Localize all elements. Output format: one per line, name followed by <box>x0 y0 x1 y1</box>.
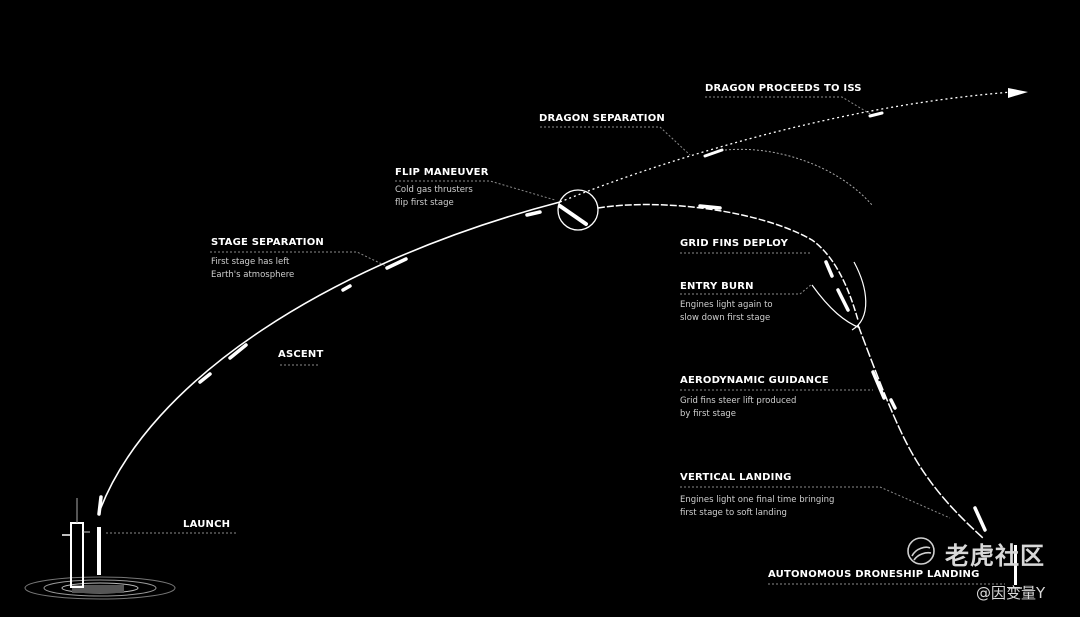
descent-marks <box>871 370 987 532</box>
boostback-trajectory <box>597 203 859 321</box>
leader-lines <box>106 96 1005 585</box>
label-aerodynamic-guidance: AERODYNAMIC GUIDANCE <box>680 375 829 386</box>
dragon-capsule <box>1008 88 1028 98</box>
label-stage-separation: STAGE SEPARATION <box>211 237 324 248</box>
dragon-separation-arc <box>724 148 873 206</box>
boostback-marks <box>698 204 850 312</box>
rocket-on-pad <box>97 527 101 575</box>
stage-separation-desc-1: First stage has left <box>211 257 290 267</box>
launch-tower <box>62 498 90 588</box>
stage-separation-desc-2: Earth's atmosphere <box>211 270 295 280</box>
ascent-trajectory <box>99 201 561 511</box>
label-vertical-landing: VERTICAL LANDING <box>680 472 792 483</box>
label-dragon-separation: DRAGON SEPARATION <box>539 113 665 124</box>
entry-burn-desc-2: slow down first stage <box>680 313 771 323</box>
vertical-landing-desc-1: Engines light one final time bringing <box>680 495 835 505</box>
flip-maneuver-desc-2: flip first stage <box>395 198 454 208</box>
vertical-landing-desc-2: first stage to soft landing <box>680 508 787 518</box>
label-autonomous-droneship-landing: AUTONOMOUS DRONESHIP LANDING <box>768 569 980 580</box>
label-entry-burn: ENTRY BURN <box>680 281 754 292</box>
label-dragon-proceeds-to-iss: DRAGON PROCEEDS TO ISS <box>705 83 862 94</box>
label-ascent: ASCENT <box>278 349 324 360</box>
watermark-logo <box>907 537 935 565</box>
watermark-site: 老虎社区 <box>945 542 1045 570</box>
label-flip-maneuver: FLIP MANEUVER <box>395 167 489 178</box>
landing-rocket <box>1008 545 1022 589</box>
aerodynamic-guidance-desc-1: Grid fins steer lift produced <box>680 396 797 406</box>
second-stage-trajectory <box>559 91 1013 203</box>
second-stage-marks <box>703 111 884 158</box>
entry-burn-loop <box>811 261 867 331</box>
ascent-rocket-marks <box>97 210 542 516</box>
launch-pad <box>24 576 176 600</box>
entry-burn-desc-1: Engines light again to <box>680 300 773 310</box>
label-grid-fins-deploy: GRID FINS DEPLOY <box>680 238 789 249</box>
watermark-user: @因变量Y <box>976 584 1046 602</box>
descent-trajectory <box>857 324 984 539</box>
flip-maneuver-desc-1: Cold gas thrusters <box>395 185 473 195</box>
aerodynamic-guidance-desc-2: by first stage <box>680 409 737 419</box>
flip-maneuver-ring <box>557 189 599 231</box>
label-launch: LAUNCH <box>183 519 231 530</box>
